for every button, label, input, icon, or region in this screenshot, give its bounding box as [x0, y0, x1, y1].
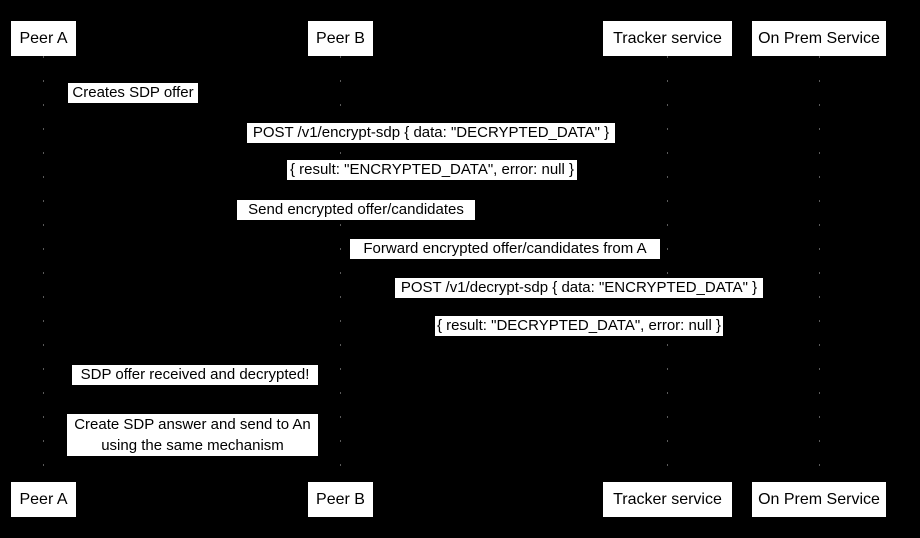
message-label-encrypt-result: { result: "ENCRYPTED_DATA", error: null …	[287, 160, 577, 180]
actor-box-peer-b-top: Peer B	[308, 21, 373, 56]
lifeline-peer-a	[43, 56, 44, 482]
actor-box-on-prem-service-bottom: On Prem Service	[752, 482, 886, 517]
actor-box-peer-a-top: Peer A	[11, 21, 76, 56]
lifeline-on-prem-service	[819, 56, 820, 482]
message-label-send-encrypted-offer: Send encrypted offer/candidates	[237, 200, 475, 220]
message-label-decrypt-result: { result: "DECRYPTED_DATA", error: null …	[435, 316, 723, 336]
message-label-forward-encrypted: Forward encrypted offer/candidates from …	[350, 239, 660, 259]
actor-box-on-prem-service-top: On Prem Service	[752, 21, 886, 56]
actor-box-tracker-service-top: Tracker service	[603, 21, 732, 56]
lifeline-peer-b	[340, 56, 341, 482]
message-label-creates-sdp-offer: Creates SDP offer	[68, 83, 198, 103]
actor-box-tracker-service-bottom: Tracker service	[603, 482, 732, 517]
message-label-create-sdp-answer: Create SDP answer and send to An using t…	[67, 414, 318, 456]
actor-box-peer-b-bottom: Peer B	[308, 482, 373, 517]
actor-box-peer-a-bottom: Peer A	[11, 482, 76, 517]
message-label-sdp-offer-received: SDP offer received and decrypted!	[72, 365, 318, 385]
message-label-post-encrypt-sdp: POST /v1/encrypt-sdp { data: "DECRYPTED_…	[247, 123, 615, 143]
message-label-post-decrypt-sdp: POST /v1/decrypt-sdp { data: "ENCRYPTED_…	[395, 278, 763, 298]
lifeline-tracker-service	[667, 56, 668, 482]
